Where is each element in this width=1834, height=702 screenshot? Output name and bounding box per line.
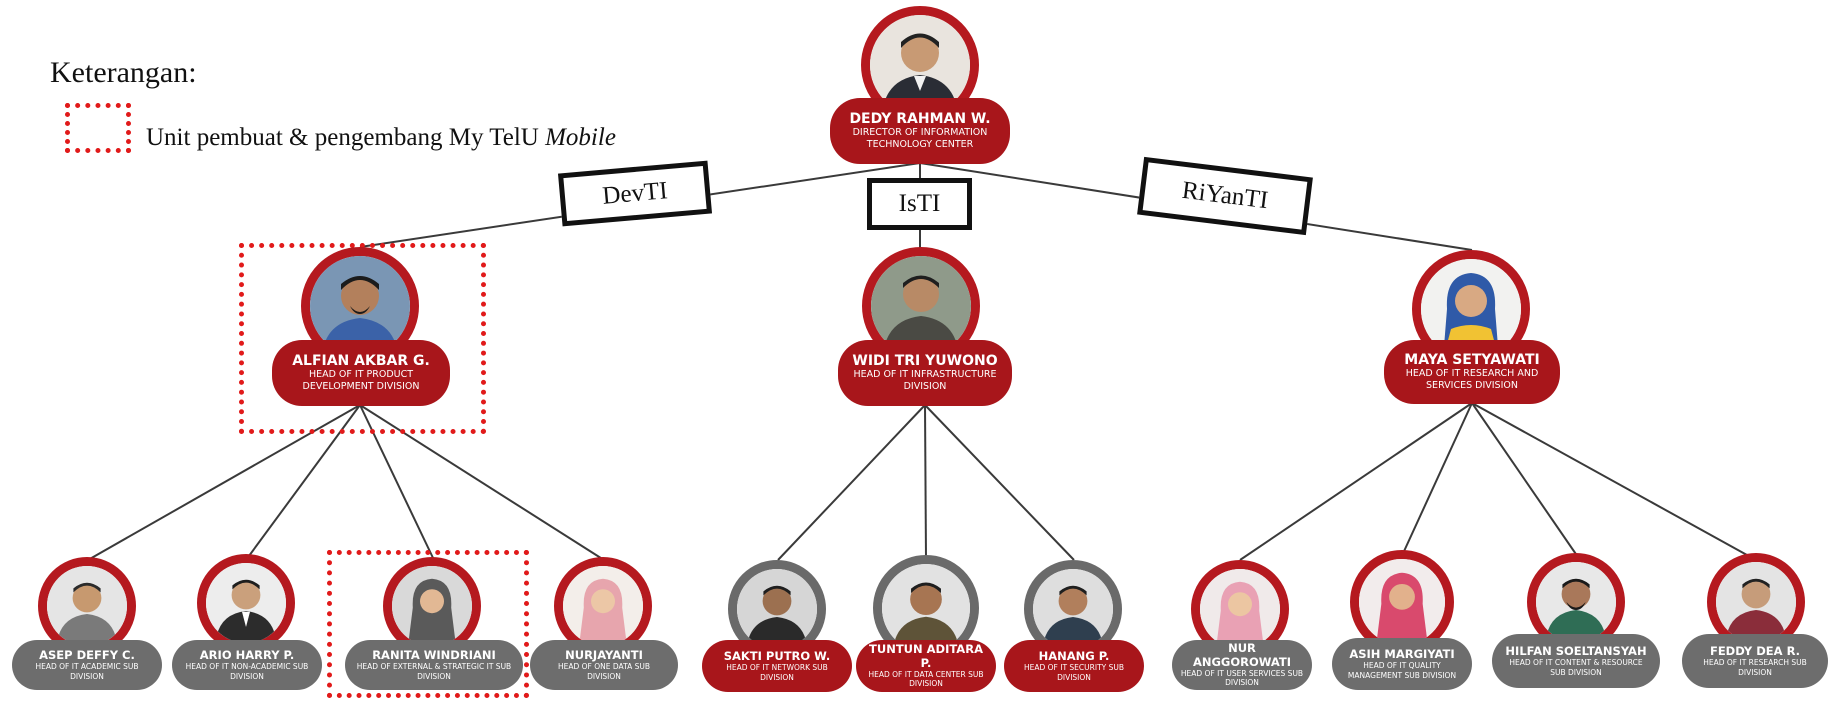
person-photo-icon [1359, 559, 1445, 645]
subdivision-role: HEAD OF EXTERNAL & STRATEGIC IT SUB DIVI… [356, 662, 512, 681]
branch-label-isti: IsTI [867, 178, 972, 230]
legend-title: Keterangan: [50, 56, 197, 89]
devti-head-name: ALFIAN AKBAR G. [292, 353, 430, 370]
isti-head-role: HEAD OF IT INFRASTRUCTURE DIVISION [853, 369, 997, 393]
subdivision-name: ARIO HARRY P. [199, 648, 295, 663]
highlight-devti-division [239, 243, 486, 434]
plate-subdivision: NURJAYANTI HEAD OF ONE DATA SUB DIVISION [530, 640, 678, 690]
person-photo-icon [737, 569, 817, 649]
plate-subdivision: NUR ANGGOROWATI HEAD OF IT USER SERVICES… [1172, 640, 1312, 690]
subdivision-role: HEAD OF IT USER SERVICES SUB DIVISION [1180, 668, 1304, 688]
avatar-subdivision [554, 557, 652, 655]
subdivision-role: HEAD OF IT SECURITY SUB DIVISION [1023, 663, 1125, 682]
riyanti-head-name: MAYA SETYAWATI [1404, 352, 1540, 369]
plate-subdivision: ASEP DEFFY C. HEAD OF IT ACADEMIC SUB DI… [12, 640, 162, 690]
subdivision-role: HEAD OF IT DATA CENTER SUB DIVISION [868, 669, 984, 689]
plate-riyanti-head: MAYA SETYAWATI HEAD OF IT RESEARCH AND S… [1384, 340, 1560, 404]
subdivision-role: HEAD OF IT CONTENT & RESOURCE SUB DIVISI… [1509, 658, 1643, 677]
legend-item-italic: Mobile [545, 124, 616, 151]
subdivision-role: HEAD OF ONE DATA SUB DIVISION [557, 662, 650, 681]
subdivision-name: ASEP DEFFY C. [39, 648, 135, 663]
riyanti-head-role: HEAD OF IT RESEARCH AND SERVICES DIVISIO… [1405, 368, 1539, 392]
subdivision-name: TUNTUN ADITARA P. [869, 642, 983, 670]
plate-isti-head: WIDI TRI YUWONO HEAD OF IT INFRASTRUCTUR… [838, 340, 1012, 406]
subdivision-name: NURJAYANTI [565, 648, 643, 663]
subdivision-role: HEAD OF IT RESEARCH SUB DIVISION [1703, 658, 1807, 677]
subdivision-role: HEAD OF IT NON-ACADEMIC SUB DIVISION [185, 662, 309, 681]
highlight-ranita-subdivision [327, 550, 529, 698]
legend-item: Unit pembuat & pengembang My TelU Mobile [146, 124, 616, 152]
plate-subdivision: ASIH MARGIYATI HEAD OF IT QUALITY MANAGE… [1332, 638, 1472, 690]
subdivision-name: ASIH MARGIYATI [1349, 647, 1455, 662]
plate-subdivision: ARIO HARRY P. HEAD OF IT NON-ACADEMIC SU… [172, 640, 322, 690]
person-photo-icon [1200, 569, 1280, 649]
person-photo-icon [47, 566, 127, 646]
director-name: DEDY RAHMAN W. [849, 111, 991, 128]
person-photo-icon [1716, 562, 1796, 642]
subdivision-name: FEDDY DEA R. [1709, 644, 1801, 659]
plate-subdivision: RANITA WINDRIANI HEAD OF EXTERNAL & STRA… [345, 640, 523, 690]
avatar-subdivision [1350, 550, 1454, 654]
legend-dotted-box-icon [65, 103, 131, 153]
subdivision-name: SAKTI PUTRO W. [723, 649, 831, 664]
subdivision-role: HEAD OF IT QUALITY MANAGEMENT SUB DIVISI… [1347, 661, 1457, 680]
person-photo-icon [563, 566, 643, 646]
plate-subdivision: TUNTUN ADITARA P. HEAD OF IT DATA CENTER… [856, 640, 996, 692]
avatar-subdivision [383, 557, 481, 655]
person-photo-icon [1536, 562, 1616, 642]
subdivision-role: HEAD OF IT NETWORK SUB DIVISION [726, 663, 828, 682]
director-role: DIRECTOR OF INFORMATION TECHNOLOGY CENTE… [852, 127, 988, 151]
plate-subdivision: FEDDY DEA R. HEAD OF IT RESEARCH SUB DIV… [1682, 634, 1828, 688]
legend-item-text: Unit pembuat & pengembang My TelU [146, 124, 539, 151]
subdivision-name: RANITA WINDRIANI [372, 648, 496, 663]
subdivision-name: HANANG P. [1038, 649, 1110, 664]
devti-head-role: HEAD OF IT PRODUCT DEVELOPMENT DIVISION [302, 369, 420, 393]
plate-subdivision: SAKTI PUTRO W. HEAD OF IT NETWORK SUB DI… [702, 640, 852, 692]
person-photo-icon [392, 566, 472, 646]
person-photo-icon [871, 256, 971, 356]
person-photo-icon [206, 563, 286, 643]
plate-subdivision: HILFAN SOELTANSYAH HEAD OF IT CONTENT & … [1492, 634, 1660, 688]
isti-head-name: WIDI TRI YUWONO [852, 353, 998, 370]
subdivision-name: NUR ANGGOROWATI [1192, 641, 1292, 669]
person-photo-icon [882, 564, 970, 652]
avatar-subdivision [197, 554, 295, 652]
subdivision-name: HILFAN SOELTANSYAH [1505, 644, 1647, 659]
subdivision-role: HEAD OF IT ACADEMIC SUB DIVISION [35, 662, 139, 681]
plate-director: DEDY RAHMAN W. DIRECTOR OF INFORMATION T… [830, 98, 1010, 164]
plate-subdivision: HANANG P. HEAD OF IT SECURITY SUB DIVISI… [1004, 640, 1144, 692]
person-photo-icon [1033, 569, 1113, 649]
plate-devti-head: ALFIAN AKBAR G. HEAD OF IT PRODUCT DEVEL… [272, 340, 450, 406]
